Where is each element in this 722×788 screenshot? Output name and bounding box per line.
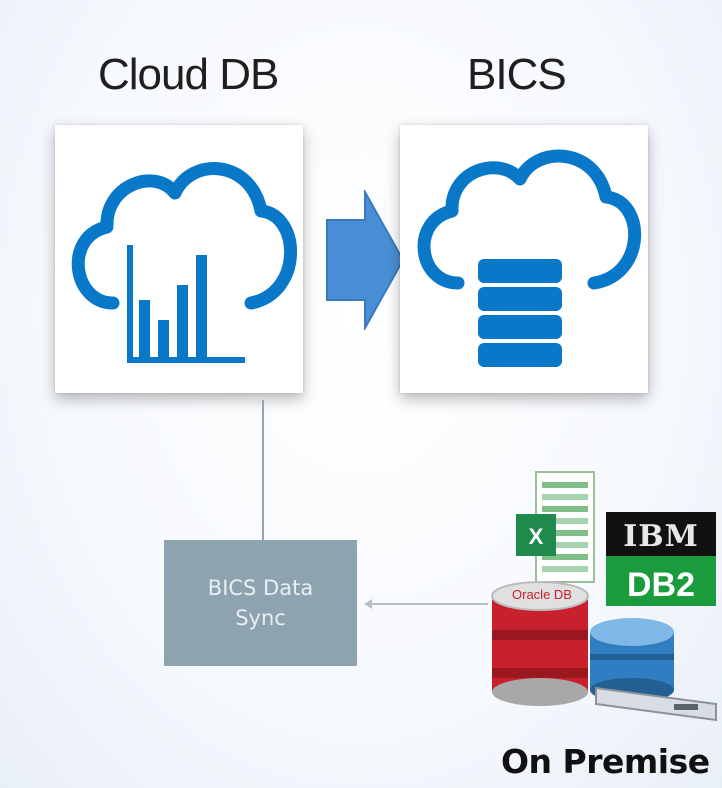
ibm-label: IBM: [623, 519, 699, 554]
bics-data-sync-box: BICS Data Sync: [164, 540, 357, 666]
bics-title: BICS: [467, 50, 567, 99]
horizontal-connector: [370, 603, 488, 605]
cloud-db-card: [55, 125, 303, 393]
on-premise-sources: X IBM DB2 Oracle DB: [491, 471, 717, 722]
excel-icon: X: [516, 471, 595, 583]
sync-box-line1: BICS Data: [207, 576, 314, 600]
on-premise-label: On Premise: [501, 742, 710, 781]
ibm-db2-icon: IBM DB2: [606, 512, 716, 606]
right-arrow-icon: [326, 190, 405, 330]
bics-card: [400, 125, 648, 393]
cloud-database-icon: [417, 149, 642, 367]
sync-box-line2: Sync: [235, 606, 286, 630]
vertical-connector: [262, 400, 264, 540]
cloud-db-title: Cloud DB: [98, 50, 279, 99]
db2-label: DB2: [627, 566, 695, 604]
connector-arrowhead: [364, 599, 372, 609]
database-server-icon: [590, 618, 717, 722]
excel-label: X: [529, 524, 544, 549]
cloud-bar-chart-icon: [71, 162, 297, 363]
oracle-label: Oracle DB: [512, 587, 572, 602]
oracle-database-icon: Oracle DB: [491, 581, 589, 706]
